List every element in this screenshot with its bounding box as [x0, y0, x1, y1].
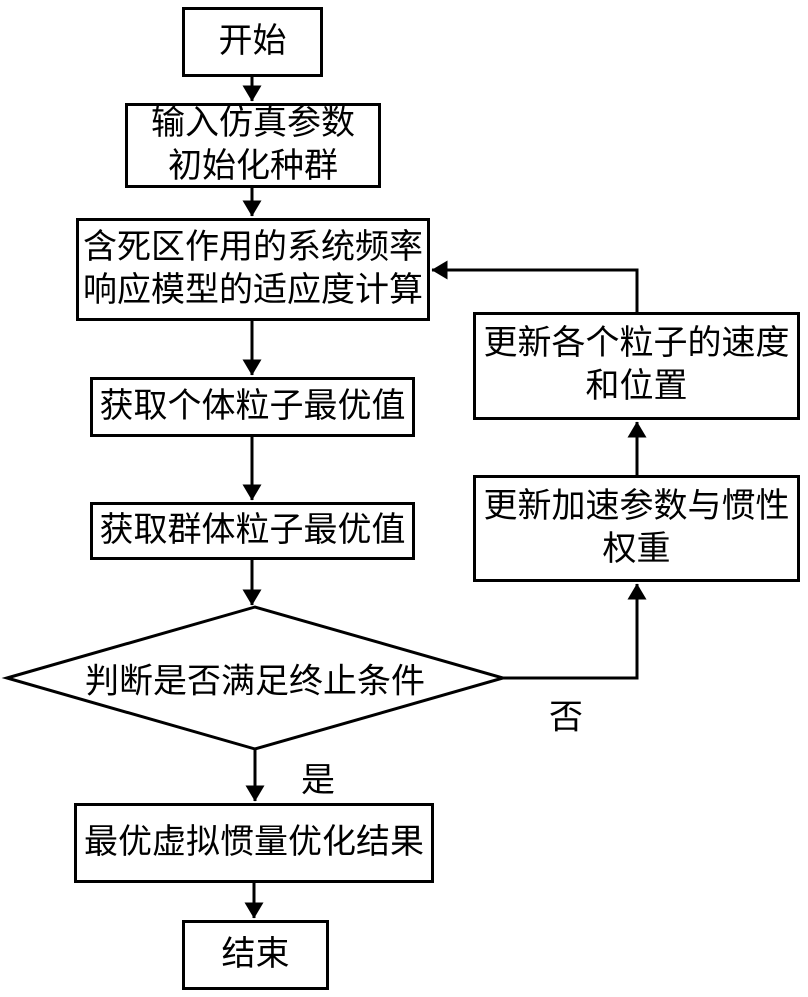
node-fitness-line1: 含死区作用的系统频率: [83, 228, 423, 266]
node-end-label: 结束: [221, 935, 290, 973]
node-update-velocity: 更新各个粒子的速度 和位置: [473, 312, 800, 420]
node-result: 最优虚拟惯量优化结果: [74, 803, 434, 883]
node-init-line2: 初始化种群: [168, 147, 338, 185]
node-fitness-calc: 含死区作用的系统频率 响应模型的适应度计算: [76, 218, 430, 321]
node-update-velocity-line1: 更新各个粒子的速度: [483, 325, 790, 363]
node-update-accel-line2: 权重: [602, 530, 671, 568]
arrow-update-velocity-to-fitness: [431, 260, 639, 312]
node-init-line1: 输入仿真参数: [151, 104, 355, 142]
node-decision-label: 判断是否满足终止条件: [85, 663, 425, 701]
arrow-decision-to-update-accel: [503, 583, 647, 680]
node-pbest-label: 获取个体粒子最优值: [99, 387, 406, 425]
node-get-individual-best: 获取个体粒子最优值: [90, 377, 415, 437]
node-get-swarm-best: 获取群体粒子最优值: [90, 502, 415, 560]
node-gbest-label: 获取群体粒子最优值: [99, 511, 406, 549]
node-fitness-line2: 响应模型的适应度计算: [83, 271, 423, 309]
label-no: 否: [549, 699, 583, 737]
node-update-accel-line1: 更新加速参数与惯性: [483, 487, 790, 525]
node-update-velocity-line2: 和位置: [585, 368, 688, 405]
node-start-label: 开始: [218, 22, 287, 60]
node-result-label: 最优虚拟惯量优化结果: [84, 823, 424, 861]
node-update-acceleration: 更新加速参数与惯性 权重: [473, 475, 800, 582]
label-yes: 是: [301, 762, 335, 800]
node-init-params: 输入仿真参数 初始化种群: [125, 103, 381, 188]
node-end: 结束: [182, 920, 329, 990]
node-start: 开始: [182, 7, 323, 77]
